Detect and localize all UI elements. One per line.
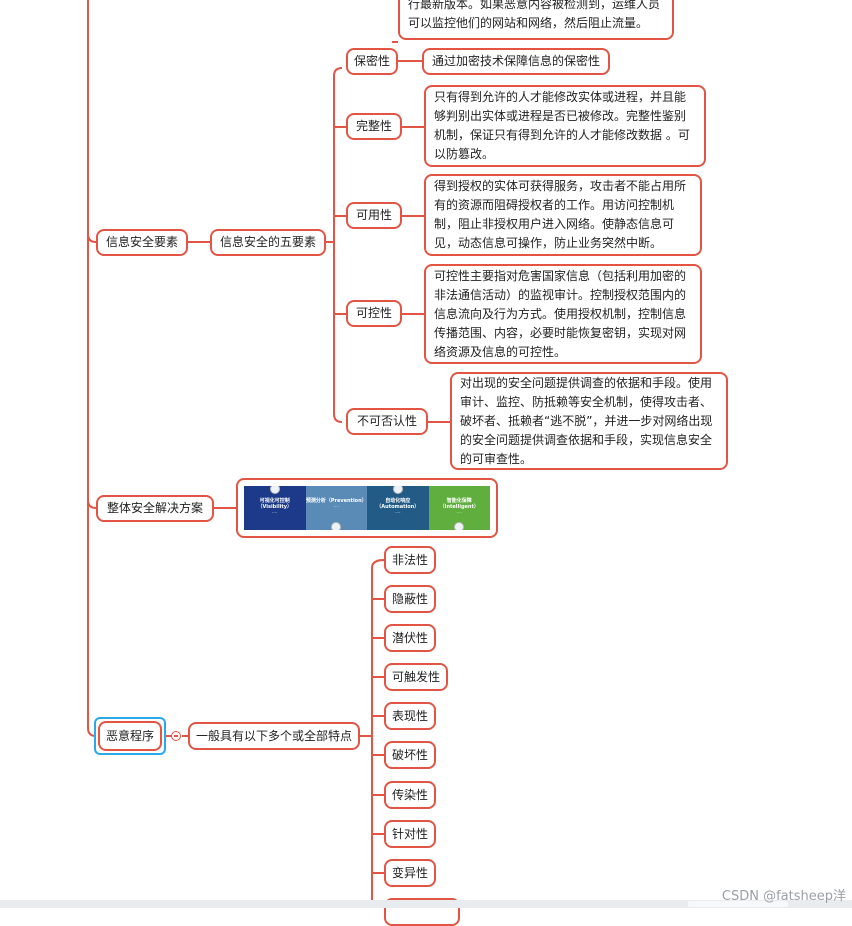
node-label: 针对性: [391, 826, 428, 841]
feature-triggerability-node[interactable]: 可触发性: [384, 663, 448, 691]
controllability-node[interactable]: 可控性: [346, 300, 402, 327]
panel-text: ....: [456, 510, 463, 515]
feature-latency-node[interactable]: 潜伏性: [384, 624, 436, 652]
description-line: 审计、监控、防抵赖等安全机制，使得攻击者、: [460, 394, 713, 409]
node-label: 可控性: [355, 306, 392, 320]
non-repudiation-node[interactable]: 不可否认性: [346, 408, 428, 435]
node-label: 恶意程序: [105, 728, 154, 743]
panel-title: 智能化保障（Intelligent）: [439, 498, 479, 510]
node-label: 隐蔽性: [391, 591, 428, 606]
solution-panel-visibility: 可视化可控制（Visibility） ....: [244, 486, 306, 530]
solution-panel-prevention: 预测分析（Prevention） ....: [305, 486, 367, 530]
node-label: 变异性: [391, 865, 428, 880]
integrity-node[interactable]: 完整性: [346, 113, 402, 140]
collapse-toggle-icon[interactable]: [171, 731, 181, 741]
description-line: 有的资源而阻碍授权者的工作。用访问控制机: [434, 198, 675, 212]
node-label: 可用性: [355, 208, 392, 222]
five-elements-node[interactable]: 信息安全的五要素: [210, 229, 326, 256]
node-label: 信息安全的五要素: [219, 235, 316, 249]
panel-text: ....: [271, 510, 278, 515]
description-line: 以防篡改。: [434, 147, 495, 161]
controllability-description-node[interactable]: 可控性主要指对危害国家信息（包括利用加密的 非法通信活动）的监视审计。控制授权范…: [424, 264, 702, 364]
node-label: 整体安全解决方案: [106, 501, 203, 515]
node-label: 保密性: [353, 54, 390, 68]
description-line: 对出现的安全问题提供调查的依据和手段。使用: [460, 375, 713, 390]
description-line: 可以监控他们的网站和网络，然后阻止流量。: [408, 16, 649, 30]
description-line: 通过加密技术保障信息的保密性: [432, 53, 601, 68]
description-line: 的可审查性。: [460, 451, 533, 466]
node-label: 不可否认性: [356, 414, 417, 428]
monitor-icon: [392, 486, 403, 494]
description-line: 信息流向及行为方式。使用授权机制，控制信息: [434, 306, 687, 321]
integrity-description-node[interactable]: 只有得到允许的人才能修改实体或进程，并且能 够判别出实体或进程是否已被修改。完整…: [424, 85, 706, 167]
node-label: 一般具有以下多个或全部特点: [195, 728, 352, 743]
feature-targeting-node[interactable]: 针对性: [384, 820, 436, 848]
node-label: 可触发性: [391, 669, 440, 684]
description-line: 得到授权的实体可获得服务，攻击者不能占用所: [434, 179, 687, 193]
node-label: 破坏性: [391, 747, 428, 762]
shield-icon: [269, 486, 280, 494]
watermark: CSDN @fatsheep洋: [721, 889, 846, 904]
solution-panel-intelligent: 智能化保障（Intelligent） ....: [428, 486, 490, 530]
solution-panel-automation: 自动化响应（Automation） ....: [367, 486, 429, 530]
solution-diagram-image: 可视化可控制（Visibility） .... 预测分析（Prevention）…: [244, 486, 490, 530]
attack-response-description-node[interactable]: 行最新版本。如果恶意内容被检测到，运维人员 可以监控他们的网站和网络，然后阻止流…: [398, 0, 674, 40]
description-line: 只有得到允许的人才能修改实体或进程，并且能: [434, 90, 687, 104]
node-label: 表现性: [391, 708, 428, 723]
panel-title: 自动化响应（Automation）: [376, 498, 420, 510]
node-label: 完整性: [355, 119, 392, 133]
description-line: 传播范围、内容，必要时能恢复密钥，实现对网: [434, 325, 687, 340]
feature-destructiveness-node[interactable]: 破坏性: [384, 741, 436, 769]
feature-illegality-node[interactable]: 非法性: [384, 546, 436, 574]
description-line: 非法通信活动）的监视审计。控制授权范围内的: [434, 287, 687, 302]
description-line: 的安全问题提供调查依据和手段，实现信息安全: [460, 432, 713, 447]
solution-diagram-image-node[interactable]: 可视化可控制（Visibility） .... 预测分析（Prevention）…: [236, 478, 498, 538]
panel-title: 预测分析（Prevention）: [305, 498, 367, 504]
feature-concealment-node[interactable]: 隐蔽性: [384, 585, 436, 613]
malware-node[interactable]: 恶意程序: [98, 721, 162, 751]
target-icon: [331, 522, 342, 530]
document-icon: [454, 522, 465, 530]
feature-infectivity-node[interactable]: 传染性: [384, 781, 436, 809]
panel-text: ....: [394, 510, 401, 515]
description-line: 行最新版本。如果恶意内容被检测到，运维人员: [408, 0, 661, 11]
node-label: 传染性: [391, 787, 428, 802]
description-line: 机制，保证只有得到允许的人才能修改数据 。可: [434, 128, 690, 142]
confidentiality-description-node[interactable]: 通过加密技术保障信息的保密性: [422, 48, 610, 75]
node-label: 非法性: [391, 552, 428, 567]
description-line: 可控性主要指对危害国家信息（包括利用加密的: [434, 268, 687, 283]
confidentiality-node[interactable]: 保密性: [346, 48, 398, 75]
malware-features-group-node[interactable]: 一般具有以下多个或全部特点: [188, 722, 360, 750]
availability-description-node[interactable]: 得到授权的实体可获得服务，攻击者不能占用所 有的资源而阻碍授权者的工作。用访问控…: [424, 174, 702, 256]
node-label: 潜伏性: [391, 630, 428, 645]
panel-title: 可视化可控制（Visibility）: [257, 498, 293, 510]
description-line: 制，阻止非授权用户进入网络。使静态信息可: [434, 217, 675, 231]
availability-node[interactable]: 可用性: [346, 202, 402, 229]
description-line: 络资源及信息的可控性。: [434, 344, 567, 359]
node-label: 信息安全要素: [105, 235, 178, 249]
info-security-elements-node[interactable]: 信息安全要素: [96, 229, 188, 256]
horizontal-scrollbar[interactable]: [0, 900, 852, 908]
panel-text: ....: [333, 504, 340, 509]
scrollbar-thumb[interactable]: [688, 901, 788, 907]
feature-variability-node[interactable]: 变异性: [384, 859, 436, 887]
description-line: 够判别出实体或进程是否已被修改。完整性鉴别: [434, 109, 687, 123]
description-line: 见，动态信息可操作，防止业务突然中断。: [434, 236, 663, 250]
description-line: 破坏者、抵赖者“逃不脱”，并进一步对网络出现: [460, 413, 713, 428]
feature-expressiveness-node[interactable]: 表现性: [384, 702, 436, 730]
non-repudiation-description-node[interactable]: 对出现的安全问题提供调查的依据和手段。使用 审计、监控、防抵赖等安全机制，使得攻…: [450, 372, 728, 470]
malware-node-selected[interactable]: 恶意程序: [94, 717, 166, 755]
overall-security-solution-node[interactable]: 整体安全解决方案: [96, 495, 214, 522]
